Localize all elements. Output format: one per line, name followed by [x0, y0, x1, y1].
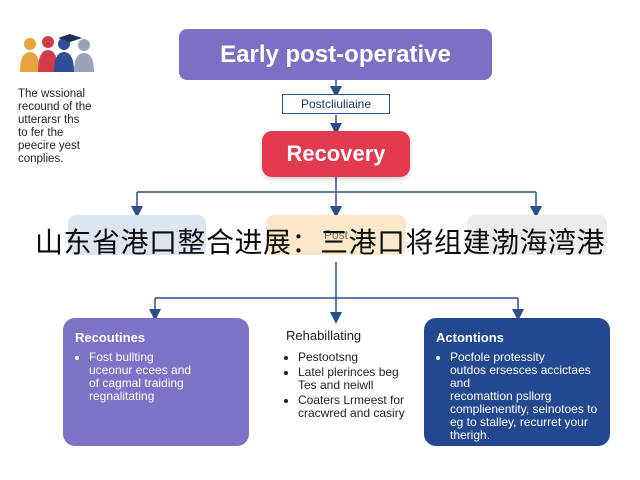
title-box: Early post-operative: [179, 29, 492, 80]
right-card-item: Pocfole protessity: [450, 351, 598, 364]
faded-box-mid: Post: [266, 215, 406, 255]
left-card-title: Recoutines: [75, 330, 146, 345]
side-note-line: utterarsr ths: [18, 114, 80, 126]
right-card-title: Actontions: [436, 330, 504, 345]
people-group-icon: [18, 32, 104, 76]
side-note-line: recound of the: [18, 101, 92, 113]
right-card-item: outdos ersesces accictaes and: [450, 363, 591, 390]
middle-column-item: Pestootsng: [298, 351, 406, 364]
middle-column-item: Latel plerinces beg Tes and neiwll: [298, 366, 406, 392]
faded-box-left: [68, 215, 206, 255]
side-note-line: The wssional: [18, 88, 86, 100]
middle-column: Rehabillating Pestootsng Latel plerinces…: [286, 328, 406, 422]
left-card: Recoutines Fost bullting uceonur ecees a…: [63, 318, 249, 446]
right-card: Actontions Pocfole protessity outdos ers…: [424, 318, 610, 446]
sub-label: Postcliuliaine: [282, 94, 390, 114]
headline-banner: 山东省港口整合进展：三港口将组建渤海湾港: [34, 226, 605, 259]
left-card-item: regnalitating: [89, 389, 155, 403]
middle-column-item: Coaters Lrmeest for cracwred and casiry: [298, 394, 406, 420]
side-note: The wssional recound of the utterarsr th…: [18, 88, 136, 166]
left-card-item: of cagmal traiding: [89, 376, 184, 390]
left-card-item: Fost bullting: [89, 351, 237, 364]
middle-column-title: Rehabillating: [286, 328, 362, 343]
recovery-box: Recovery: [262, 131, 410, 177]
right-card-item: recomattion psllorg complienentity, sein…: [450, 389, 598, 442]
left-card-item: uceonur ecees and: [89, 363, 192, 377]
side-note-line: to fer the: [18, 127, 64, 139]
side-note-line: conplies.: [18, 153, 64, 165]
side-note-line: peecire yest: [18, 140, 81, 152]
faded-box-right: [467, 215, 607, 255]
